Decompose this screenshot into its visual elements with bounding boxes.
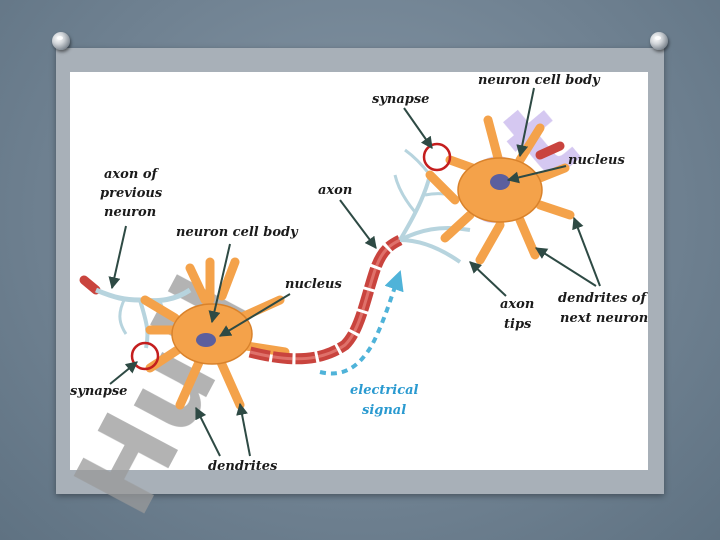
label-nucleus-right: nucleus [568, 153, 625, 168]
left-nucleus [196, 333, 216, 347]
right-neuron-cell-body [425, 115, 575, 265]
pin-top-left [52, 32, 70, 50]
label-signal: signal [362, 403, 406, 418]
label-axon-of: axon of [104, 167, 159, 182]
label-cell-body-right: neuron cell body [478, 73, 601, 88]
label-dendrites-next-1: dendrites of [558, 291, 648, 306]
right-nucleus [490, 174, 510, 190]
label-axon-tips-1: axon [500, 297, 534, 312]
axon-tips [393, 148, 471, 264]
label-electrical: electrical [350, 383, 419, 398]
label-synapse-left: synapse [70, 384, 127, 399]
label-cell-body-left: neuron cell body [176, 225, 299, 240]
label-axon: axon [318, 183, 352, 198]
slide-content [70, 72, 648, 470]
label-axon-tips-2: tips [504, 317, 532, 332]
label-dendrites-next-2: next neuron [560, 311, 648, 326]
label-nucleus-left: nucleus [285, 277, 342, 292]
label-neuron: neuron [104, 205, 156, 220]
pointer-arrows [108, 87, 601, 457]
synapse-circle-right [422, 142, 452, 172]
synapse-circle-left [130, 341, 160, 371]
pin-top-right [650, 32, 668, 50]
labels: axon of previous neuron neuron cell body… [70, 73, 648, 474]
label-dendrites-left: dendrites [208, 459, 278, 474]
label-synapse-right: synapse [372, 92, 429, 107]
left-neuron-cell-body [140, 257, 290, 410]
slide-frame [56, 48, 664, 494]
label-previous: previous [100, 186, 163, 201]
axon-myelin [248, 235, 403, 365]
